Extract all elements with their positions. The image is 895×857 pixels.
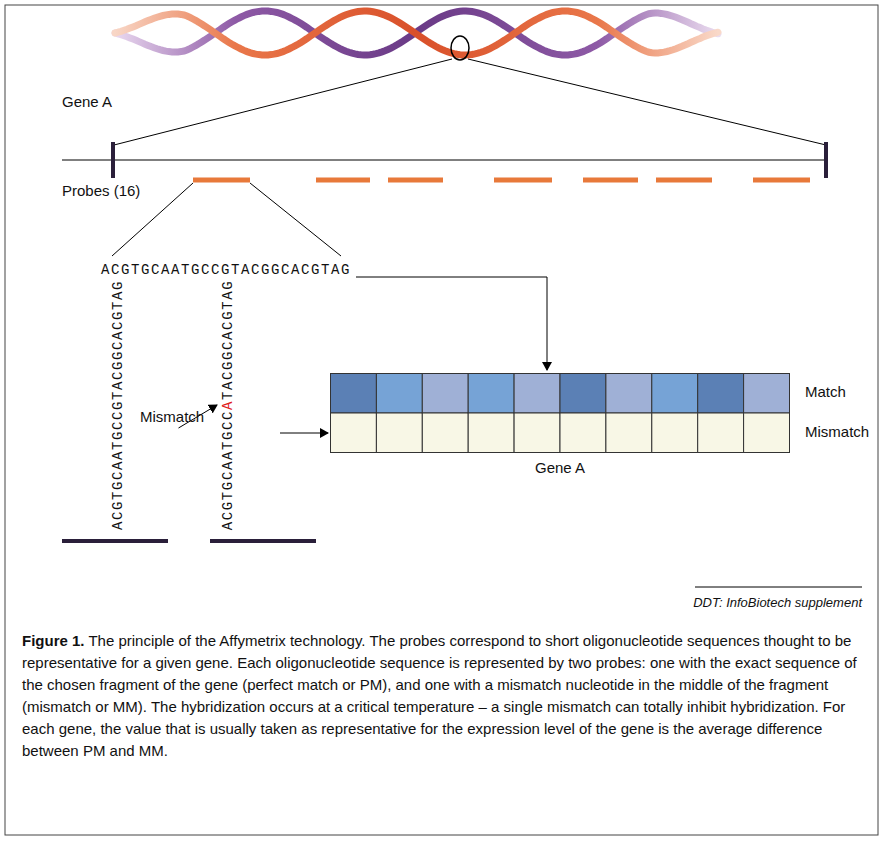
dna-strand bbox=[115, 11, 718, 55]
arrow bbox=[356, 277, 547, 370]
grid-label: Gene A bbox=[535, 459, 585, 476]
figure-caption: Figure 1. The principle of the Affymetri… bbox=[22, 630, 870, 762]
grid-cell bbox=[744, 413, 790, 453]
row-label: Mismatch bbox=[805, 423, 869, 440]
grid-cell bbox=[514, 374, 560, 414]
grid-cell bbox=[422, 413, 468, 453]
sequence: ACGTGCAATGCCGTACGGCACGTAG bbox=[101, 262, 351, 278]
grid-cell bbox=[744, 374, 790, 414]
grid-cell bbox=[560, 413, 606, 453]
mismatch-label: Mismatch bbox=[140, 408, 204, 425]
dna-strand bbox=[115, 11, 718, 55]
probe-array-grid: MatchMismatchGene A bbox=[330, 373, 790, 453]
probes-label: Probes (16) bbox=[62, 182, 140, 199]
gene-line bbox=[62, 160, 828, 161]
grid-cell bbox=[376, 374, 422, 414]
frame bbox=[5, 5, 878, 835]
probe-substrate bbox=[62, 539, 168, 543]
grid-cell bbox=[652, 413, 698, 453]
zoom-circle bbox=[451, 36, 469, 60]
source-note: DDT: InfoBiotech supplement bbox=[693, 595, 862, 610]
grid-cell bbox=[468, 374, 514, 414]
gene-boundary bbox=[111, 142, 115, 178]
grid-cell bbox=[468, 413, 514, 453]
grid-cell bbox=[331, 374, 377, 414]
zoom-line bbox=[114, 59, 452, 145]
grid-cell bbox=[422, 374, 468, 414]
probe-substrate bbox=[210, 539, 316, 543]
grid-cell bbox=[606, 413, 652, 453]
grid-cell bbox=[652, 374, 698, 414]
pm-sequence: ACGTGCAATGCCGTACGGCACGTAG bbox=[110, 280, 126, 530]
row-label: Match bbox=[805, 383, 846, 400]
grid-cell bbox=[698, 374, 744, 414]
probe-dashes bbox=[193, 178, 810, 183]
grid-cell bbox=[560, 374, 606, 414]
zoom-line bbox=[250, 183, 341, 256]
gene-boundary bbox=[824, 142, 828, 178]
gene-label: Gene A bbox=[62, 93, 112, 110]
grid-cell bbox=[606, 374, 652, 414]
grid-cell bbox=[698, 413, 744, 453]
grid-cell bbox=[376, 413, 422, 453]
rule bbox=[695, 587, 862, 588]
grid-cells bbox=[330, 373, 790, 453]
mm-sequence: ACGTGCAATGCCATACGGCACGTAG bbox=[220, 280, 236, 530]
grid-cell bbox=[514, 413, 560, 453]
zoom-line bbox=[468, 59, 826, 145]
grid-cell bbox=[331, 413, 377, 453]
arrow bbox=[280, 433, 328, 434]
